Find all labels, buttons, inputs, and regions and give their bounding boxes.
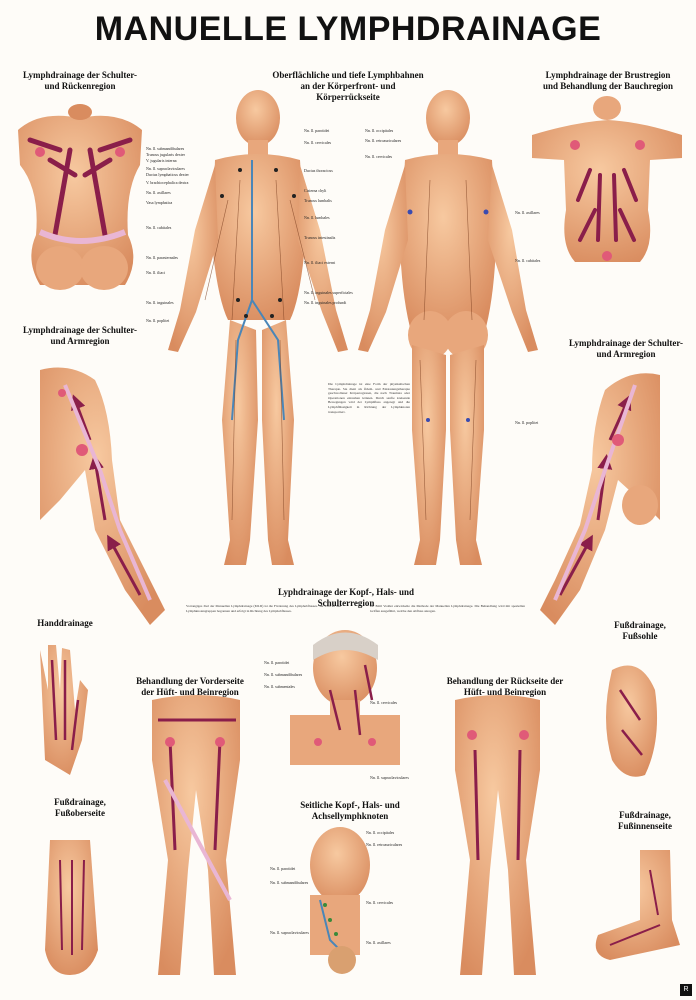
side-head-label: Nn. ll. supraclaviculares <box>270 930 309 935</box>
front-right-label: Nn. ll. inguinales superficiales <box>304 290 353 295</box>
front-label: Nn. ll. inguinales <box>146 300 174 305</box>
back-label: Nn. ll. cervicales <box>365 154 393 159</box>
back-label: Nn. ll. axillares <box>515 210 540 215</box>
caption-foot-sole: Fußdrainage, Fußsohle <box>614 620 666 641</box>
caption-foot-top: Fußdrainage, Fußoberseite <box>54 797 106 818</box>
back-legs-figure <box>455 695 540 975</box>
foot-sole-figure <box>606 665 658 777</box>
front-label: Nn. ll. parasternales <box>146 255 178 260</box>
head-label: Nn. ll. cervicales <box>370 700 398 705</box>
front-label: Vasa lymphatica <box>146 200 173 205</box>
lower-right-text: Dr. Emil Vodder entwickelte die Methode … <box>370 604 525 613</box>
head-neck-figure <box>290 630 400 765</box>
chest-abdomen-figure <box>532 96 682 262</box>
front-label: Nn. ll. poplitei <box>146 318 170 323</box>
caption-front-legs: Behandlung der Vorderseite der Hüft- und… <box>136 676 244 697</box>
back-label: Nn. ll. poplitei <box>515 420 539 425</box>
caption-foot-inner: Fußdrainage, Fußinnenseite <box>617 810 672 831</box>
caption-back-torso: Lymphdrainage der Schulter- und Rückenre… <box>22 70 137 91</box>
front-legs-figure <box>152 695 240 975</box>
hand-figure <box>40 645 88 775</box>
side-head-label: Nn. ll. parotidei <box>270 866 296 871</box>
front-body-figure <box>168 90 348 565</box>
front-label: Ductus lymphaticus dexter <box>146 172 189 177</box>
page-title: MANUELLE LYMPHDRAINAGE <box>94 10 602 48</box>
back-label: Nn. ll. retroauriculares <box>365 138 402 143</box>
head-label: Nn. ll. supraclaviculares <box>370 775 409 780</box>
side-head-figure <box>310 827 370 974</box>
lower-left-text: Vorrangiges Ziel der Manuellen Lymphdrai… <box>186 604 341 613</box>
publisher-logo: R <box>680 984 692 996</box>
front-label: Nn. ll. submandibulares <box>146 146 185 151</box>
right-arm-figure <box>540 373 660 625</box>
head-label: Nn. ll. submentales <box>264 684 295 689</box>
front-label: V. jugularis interna <box>146 158 177 163</box>
head-label: Nn. ll. submandibulares <box>264 672 303 677</box>
side-head-label: Nn. ll. retroauriculares <box>366 842 403 847</box>
side-head-label: Nn. ll. cervicales <box>366 900 394 905</box>
front-right-label: Ductus thoracicus <box>304 168 333 173</box>
foot-top-figure <box>45 840 98 975</box>
back-body-figure <box>358 90 538 565</box>
front-right-label: Nn. ll. parotidei <box>304 128 330 133</box>
caption-hand: Handdrainage <box>37 618 93 628</box>
caption-left-arm: Lymphdrainage der Schulter- und Armregio… <box>22 325 137 346</box>
caption-right-arm: Lymphdrainage der Schulter- und Armregio… <box>568 338 683 359</box>
caption-side-head: Seitliche Kopf-, Hals- und Achsellymphkn… <box>300 800 400 821</box>
front-right-label: Nn. ll. cervicales <box>304 140 332 145</box>
caption-back-legs: Behandlung der Rückseite der Hüft- und B… <box>446 676 564 697</box>
front-right-label: Nn. ll. inguinales profundi <box>304 300 347 305</box>
caption-chest: Lymphdrainage der Brustregion und Behand… <box>543 70 673 91</box>
front-right-label: Nn. ll. iliaci externi <box>304 260 336 265</box>
front-right-label: Truncus lumbalis <box>304 198 332 203</box>
head-label: Nn. ll. parotidei <box>264 660 290 665</box>
front-label: V. brachiocephalica dextra <box>146 180 189 185</box>
caption-lymph-vessels: Oberflächliche und tiefe Lymphbahnen an … <box>272 70 424 102</box>
caption-head-neck: Lyphdrainage der Kopf-, Hals- und Schult… <box>277 587 415 608</box>
foot-inner-figure <box>595 850 680 960</box>
back-label: Nn. ll. occipitales <box>365 128 394 133</box>
intro-text: Die Lymphdrainage ist eine Form der phys… <box>328 382 410 414</box>
side-head-label: Nn. ll. occipitales <box>366 830 395 835</box>
front-right-label: Truncus intestinalis <box>304 235 336 240</box>
front-right-label: Nn. ll. lumbales <box>304 215 330 220</box>
side-head-label: Nn. ll. submandibulares <box>270 880 309 885</box>
front-label: Nn. ll. axillares <box>146 190 171 195</box>
front-label: Nn. ll. iliaci <box>146 270 166 275</box>
front-label: Truncus jugularis dexter <box>146 152 185 157</box>
side-head-label: Nn. ll. axillares <box>366 940 391 945</box>
front-label: Nn. ll. supraclaviculares <box>146 166 185 171</box>
back-torso-figure <box>18 104 142 290</box>
front-right-label: Cisterna chyli <box>304 188 327 193</box>
back-label: Nn. ll. cubitales <box>515 258 541 263</box>
front-label: Nn. ll. cubitales <box>146 225 172 230</box>
left-arm-figure <box>40 367 165 625</box>
